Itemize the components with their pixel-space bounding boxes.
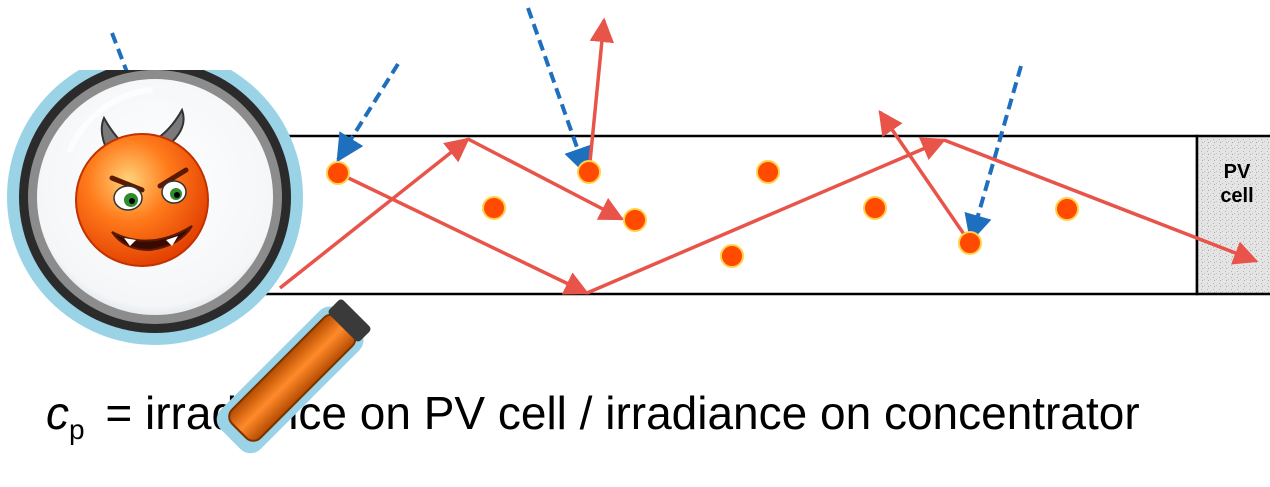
- particle: [756, 160, 780, 184]
- devil-face-icon: [75, 107, 209, 267]
- incident-ray-4: [964, 65, 1023, 243]
- pv-cell: PV cell: [1195, 134, 1270, 296]
- incident-ray-2: [336, 62, 400, 163]
- ray-segment: [586, 137, 947, 295]
- escaped-ray: [587, 17, 615, 173]
- formula-variable: c: [46, 387, 69, 439]
- particle: [720, 244, 744, 268]
- luminescent-particles: [326, 160, 1079, 268]
- particle: [1055, 197, 1079, 221]
- formula-subscript: p: [69, 414, 85, 445]
- guided-rays: [278, 17, 1259, 295]
- escaped-ray: [878, 109, 972, 244]
- particle: [482, 196, 506, 220]
- concentrator-slab: [148, 134, 1199, 296]
- particle: [326, 161, 350, 185]
- ray-segment: [278, 137, 470, 290]
- magnifying-glass-icon: [7, 70, 371, 454]
- ray-segment: [943, 138, 1259, 265]
- incident-ray-3: [526, 7, 591, 176]
- particle: [863, 196, 887, 220]
- ray-segment: [467, 137, 625, 221]
- pv-cell-label-line1: PV: [1224, 161, 1251, 183]
- pv-cell-label-line2: cell: [1220, 185, 1253, 207]
- particle: [577, 160, 601, 184]
- particle: [958, 231, 982, 255]
- particle: [623, 208, 647, 232]
- ray-segment: [337, 171, 590, 295]
- magnifier-handle: [216, 299, 371, 454]
